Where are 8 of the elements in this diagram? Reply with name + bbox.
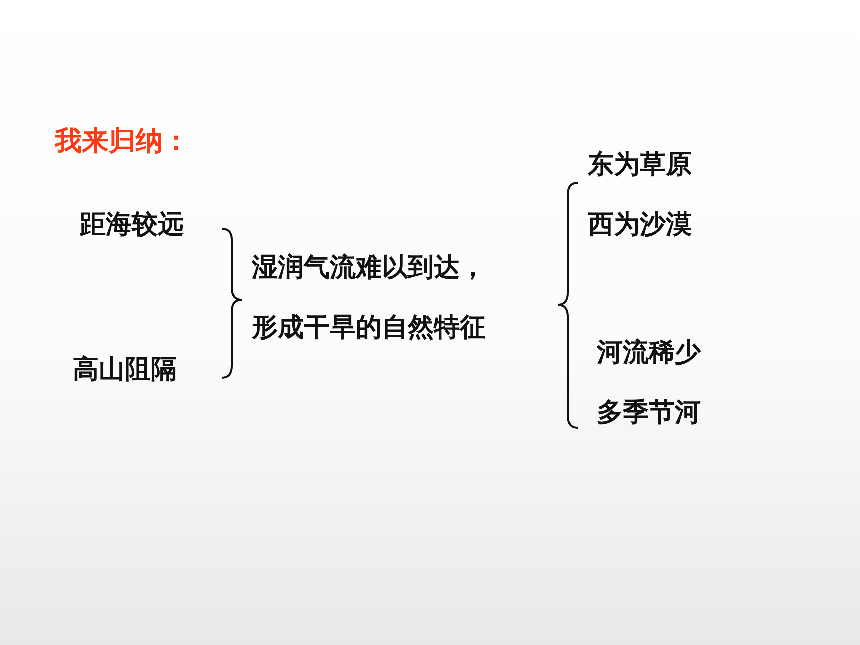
label-text: 东为草原 (588, 150, 692, 182)
label-text: 西为沙漠 (588, 210, 692, 242)
label-text: 河流稀少 (597, 338, 701, 370)
label-text: 高山阻隔 (73, 355, 177, 386)
summary-text: 湿润气流难以到达，形成干旱的自然特征 (252, 252, 487, 345)
heading: 我来归纳： (55, 126, 190, 158)
label-text: 多季节河 (597, 398, 701, 430)
label-text: 距海较远 (80, 210, 184, 242)
